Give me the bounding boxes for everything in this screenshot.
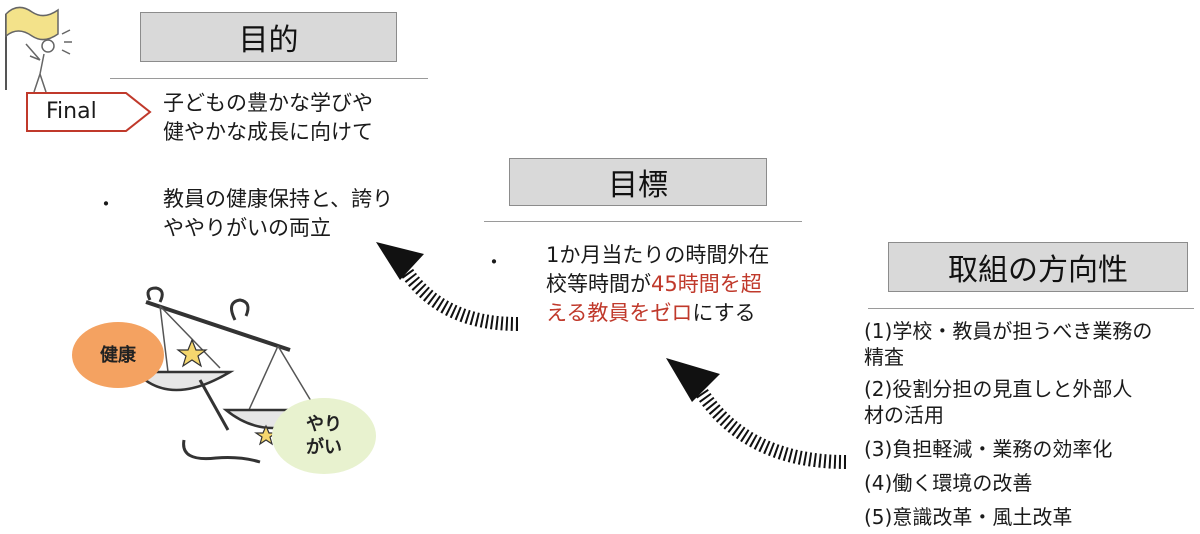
target-line-3: える教員をゼロにする (546, 299, 756, 327)
purpose-bullet: ・ (96, 192, 116, 216)
direction-item-1-cont: 精査 (864, 345, 904, 369)
target-bullet: ・ (484, 250, 504, 274)
final-tag-shape (26, 92, 152, 132)
target-title: 目標 (509, 158, 767, 206)
direction-title: 取組の方向性 (888, 242, 1188, 292)
arrow-direction-to-target-icon (666, 358, 847, 469)
fulfillment-label-line-1: やり (306, 414, 342, 435)
target-line-3-highlight: える教員をゼロ (546, 301, 693, 325)
direction-item-1: (1)学校・教員が担うべき業務の (864, 319, 1153, 343)
direction-item-3: (3)負担軽減・業務の効率化 (864, 437, 1113, 461)
target-line-1: 1か月当たりの時間外在 (546, 243, 770, 267)
purpose-line-1: 子どもの豊かな学びや (163, 91, 373, 115)
health-label: 健康 (72, 322, 164, 388)
direction-item-2: (2)役割分担の見直しと外部人 (864, 377, 1133, 401)
purpose-goal-line-1: 教員の健康保持と、誇り (163, 187, 394, 211)
direction-item-5: (5)意識改革・風土改革 (864, 505, 1073, 529)
target-line-3-text: にする (692, 301, 756, 325)
direction-item-2-cont: 材の活用 (864, 403, 944, 427)
flag-person-icon (5, 6, 72, 93)
arrow-target-to-purpose-icon (376, 242, 519, 331)
direction-divider (868, 308, 1194, 309)
target-divider (484, 221, 802, 222)
target-line-2: 校等時間が45時間を超 (546, 270, 762, 298)
fulfillment-label: やり がい (272, 398, 376, 474)
purpose-goal-line-2: ややりがいの両立 (163, 216, 331, 240)
target-line-2-highlight: 45時間を超 (651, 272, 762, 296)
fulfillment-label-line-2: がい (306, 437, 342, 458)
direction-item-4: (4)働く環境の改善 (864, 471, 1033, 495)
target-line-2-text: 校等時間が (546, 272, 651, 296)
purpose-title: 目的 (140, 12, 397, 62)
purpose-line-2: 健やかな成長に向けて (163, 120, 373, 144)
purpose-divider (110, 78, 428, 79)
final-tag-label: Final (46, 99, 97, 124)
